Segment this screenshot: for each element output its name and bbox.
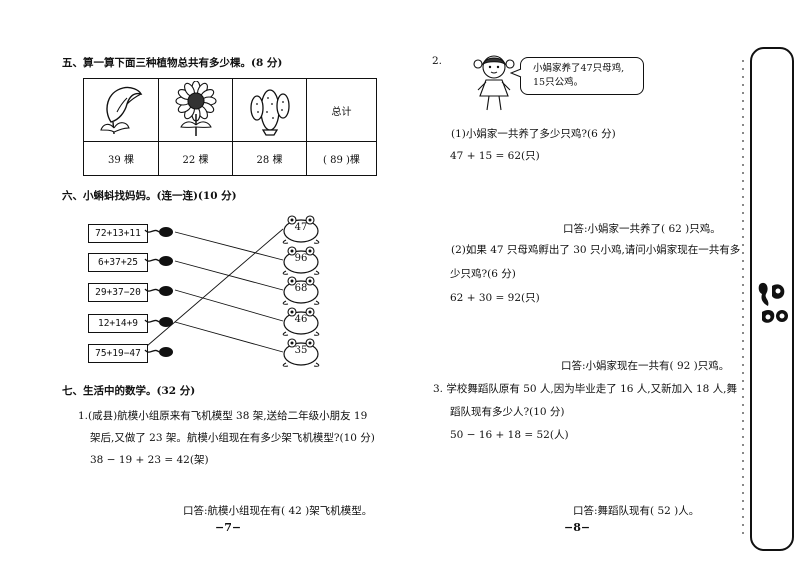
plants-table: 总计 39 棵 22 棵 28 棵 ( 89 )棵	[83, 78, 377, 176]
section-5-title: 五、算一算下面三种植物总共有多少棵。(8 分)	[62, 57, 283, 69]
girl-icon	[473, 55, 515, 111]
speech-text: 小娟家养了47只母鸡, 15只公鸡。	[533, 63, 625, 88]
tadpole-icon	[144, 227, 173, 237]
line-12-14-9-to-35	[174, 321, 284, 353]
tadpole-icon	[144, 317, 173, 327]
tadpole-expr-5[interactable]: 75+19−47	[88, 344, 148, 363]
q2-1-answer: 口答:小娟家一共养了( 62 )只鸡。	[563, 223, 721, 235]
line-75-19-47-to-47	[139, 228, 284, 353]
tadpole-expr-1[interactable]: 72+13+11	[88, 224, 148, 243]
tadpole-icon	[144, 347, 173, 357]
margin-tick-strip	[742, 60, 744, 540]
calla-lily-cell	[83, 78, 159, 142]
line-29-37-20-to-46	[174, 289, 284, 322]
q1-text-line1: 1.(咸县)航模小组原来有飞机模型 38 架,送给二年级小朋友 19	[78, 410, 368, 422]
tadpole-icon	[144, 286, 173, 296]
q3-text-line1: 3. 学校舞蹈队原有 50 人,因为毕业走了 16 人,又新加入 18 人,舞	[433, 383, 737, 395]
cactus-count: 28 棵	[232, 141, 307, 176]
cactus-icon	[249, 88, 290, 136]
frog-5[interactable]: 35	[280, 337, 322, 367]
frog-number: 68	[294, 283, 308, 294]
frog-icon	[282, 215, 320, 244]
q3-answer: 口答:舞蹈队现有( 52 )人。	[573, 505, 700, 517]
q2-2-calculation: 62 + 30 = 92(只)	[450, 292, 540, 304]
page-number-right: −8−	[564, 521, 591, 534]
q3-calculation: 50 − 16 + 18 = 52(人)	[450, 429, 569, 441]
q2-2-text-line1: (2)如果 47 只母鸡孵出了 30 只小鸡,请问小娟家现在一共有多	[451, 244, 741, 256]
frog-3[interactable]: 68	[280, 275, 322, 305]
q1-text-line2: 架后,又做了 23 架。航模小组现在有多少架飞机模型?(10 分)	[90, 432, 375, 444]
total-count: ( 89 )棵	[306, 141, 377, 176]
q2-1-calculation: 47 + 15 = 62(只)	[450, 150, 540, 162]
q2-2-text-line2: 少只鸡?(6 分)	[450, 268, 516, 280]
frog-number: 46	[294, 314, 308, 325]
frog-icon	[282, 338, 320, 367]
section-6-title: 六、小蝌蚪找妈妈。(连一连)(10 分)	[62, 190, 237, 202]
frog-icon	[282, 276, 320, 305]
total-header: 总计	[306, 78, 377, 142]
section-7-title: 七、生活中的数学。(32 分)	[62, 385, 196, 397]
frog-icon	[282, 246, 320, 275]
frog-number: 47	[294, 222, 308, 233]
line-72-13-11-to-96	[174, 231, 284, 261]
cactus-cell	[232, 78, 307, 142]
q1-answer: 口答:航模小组现在有( 42 )架飞机模型。	[183, 505, 373, 517]
calla-lily-icon	[100, 86, 143, 134]
frog-1[interactable]: 47	[280, 214, 322, 244]
sunflower-icon	[174, 79, 217, 136]
q1-calculation: 38 − 19 + 23 = 42(架)	[90, 454, 209, 466]
frog-icon	[282, 307, 320, 336]
tadpole-expr-4[interactable]: 12+14+9	[88, 314, 148, 333]
tadpole-expr-2[interactable]: 6+37+25	[88, 253, 148, 272]
frog-number: 35	[294, 345, 308, 356]
q2-2-answer: 口答:小娟家现在一共有( 92 )只鸡。	[561, 360, 730, 372]
page-number-left: −7−	[215, 521, 242, 534]
q2-1-text: (1)小娟家一共养了多少只鸡?(6 分)	[451, 128, 616, 140]
tadpole-icon	[144, 256, 173, 266]
brand-logo-icon	[758, 282, 788, 323]
frog-2[interactable]: 96	[280, 245, 322, 275]
speech-bubble: 小娟家养了47只母鸡, 15只公鸡。	[520, 57, 644, 95]
frog-4[interactable]: 46	[280, 306, 322, 336]
speech-tail	[510, 68, 522, 78]
q3-text-line2: 蹈队现有多少人?(10 分)	[450, 406, 565, 418]
frog-number: 96	[294, 253, 308, 264]
lily-count: 39 棵	[83, 141, 159, 176]
q2-label: 2.	[432, 55, 443, 67]
sunflower-count: 22 棵	[158, 141, 233, 176]
tadpole-expr-3[interactable]: 29+37−20	[88, 283, 148, 302]
page-margin-frame	[750, 47, 794, 551]
